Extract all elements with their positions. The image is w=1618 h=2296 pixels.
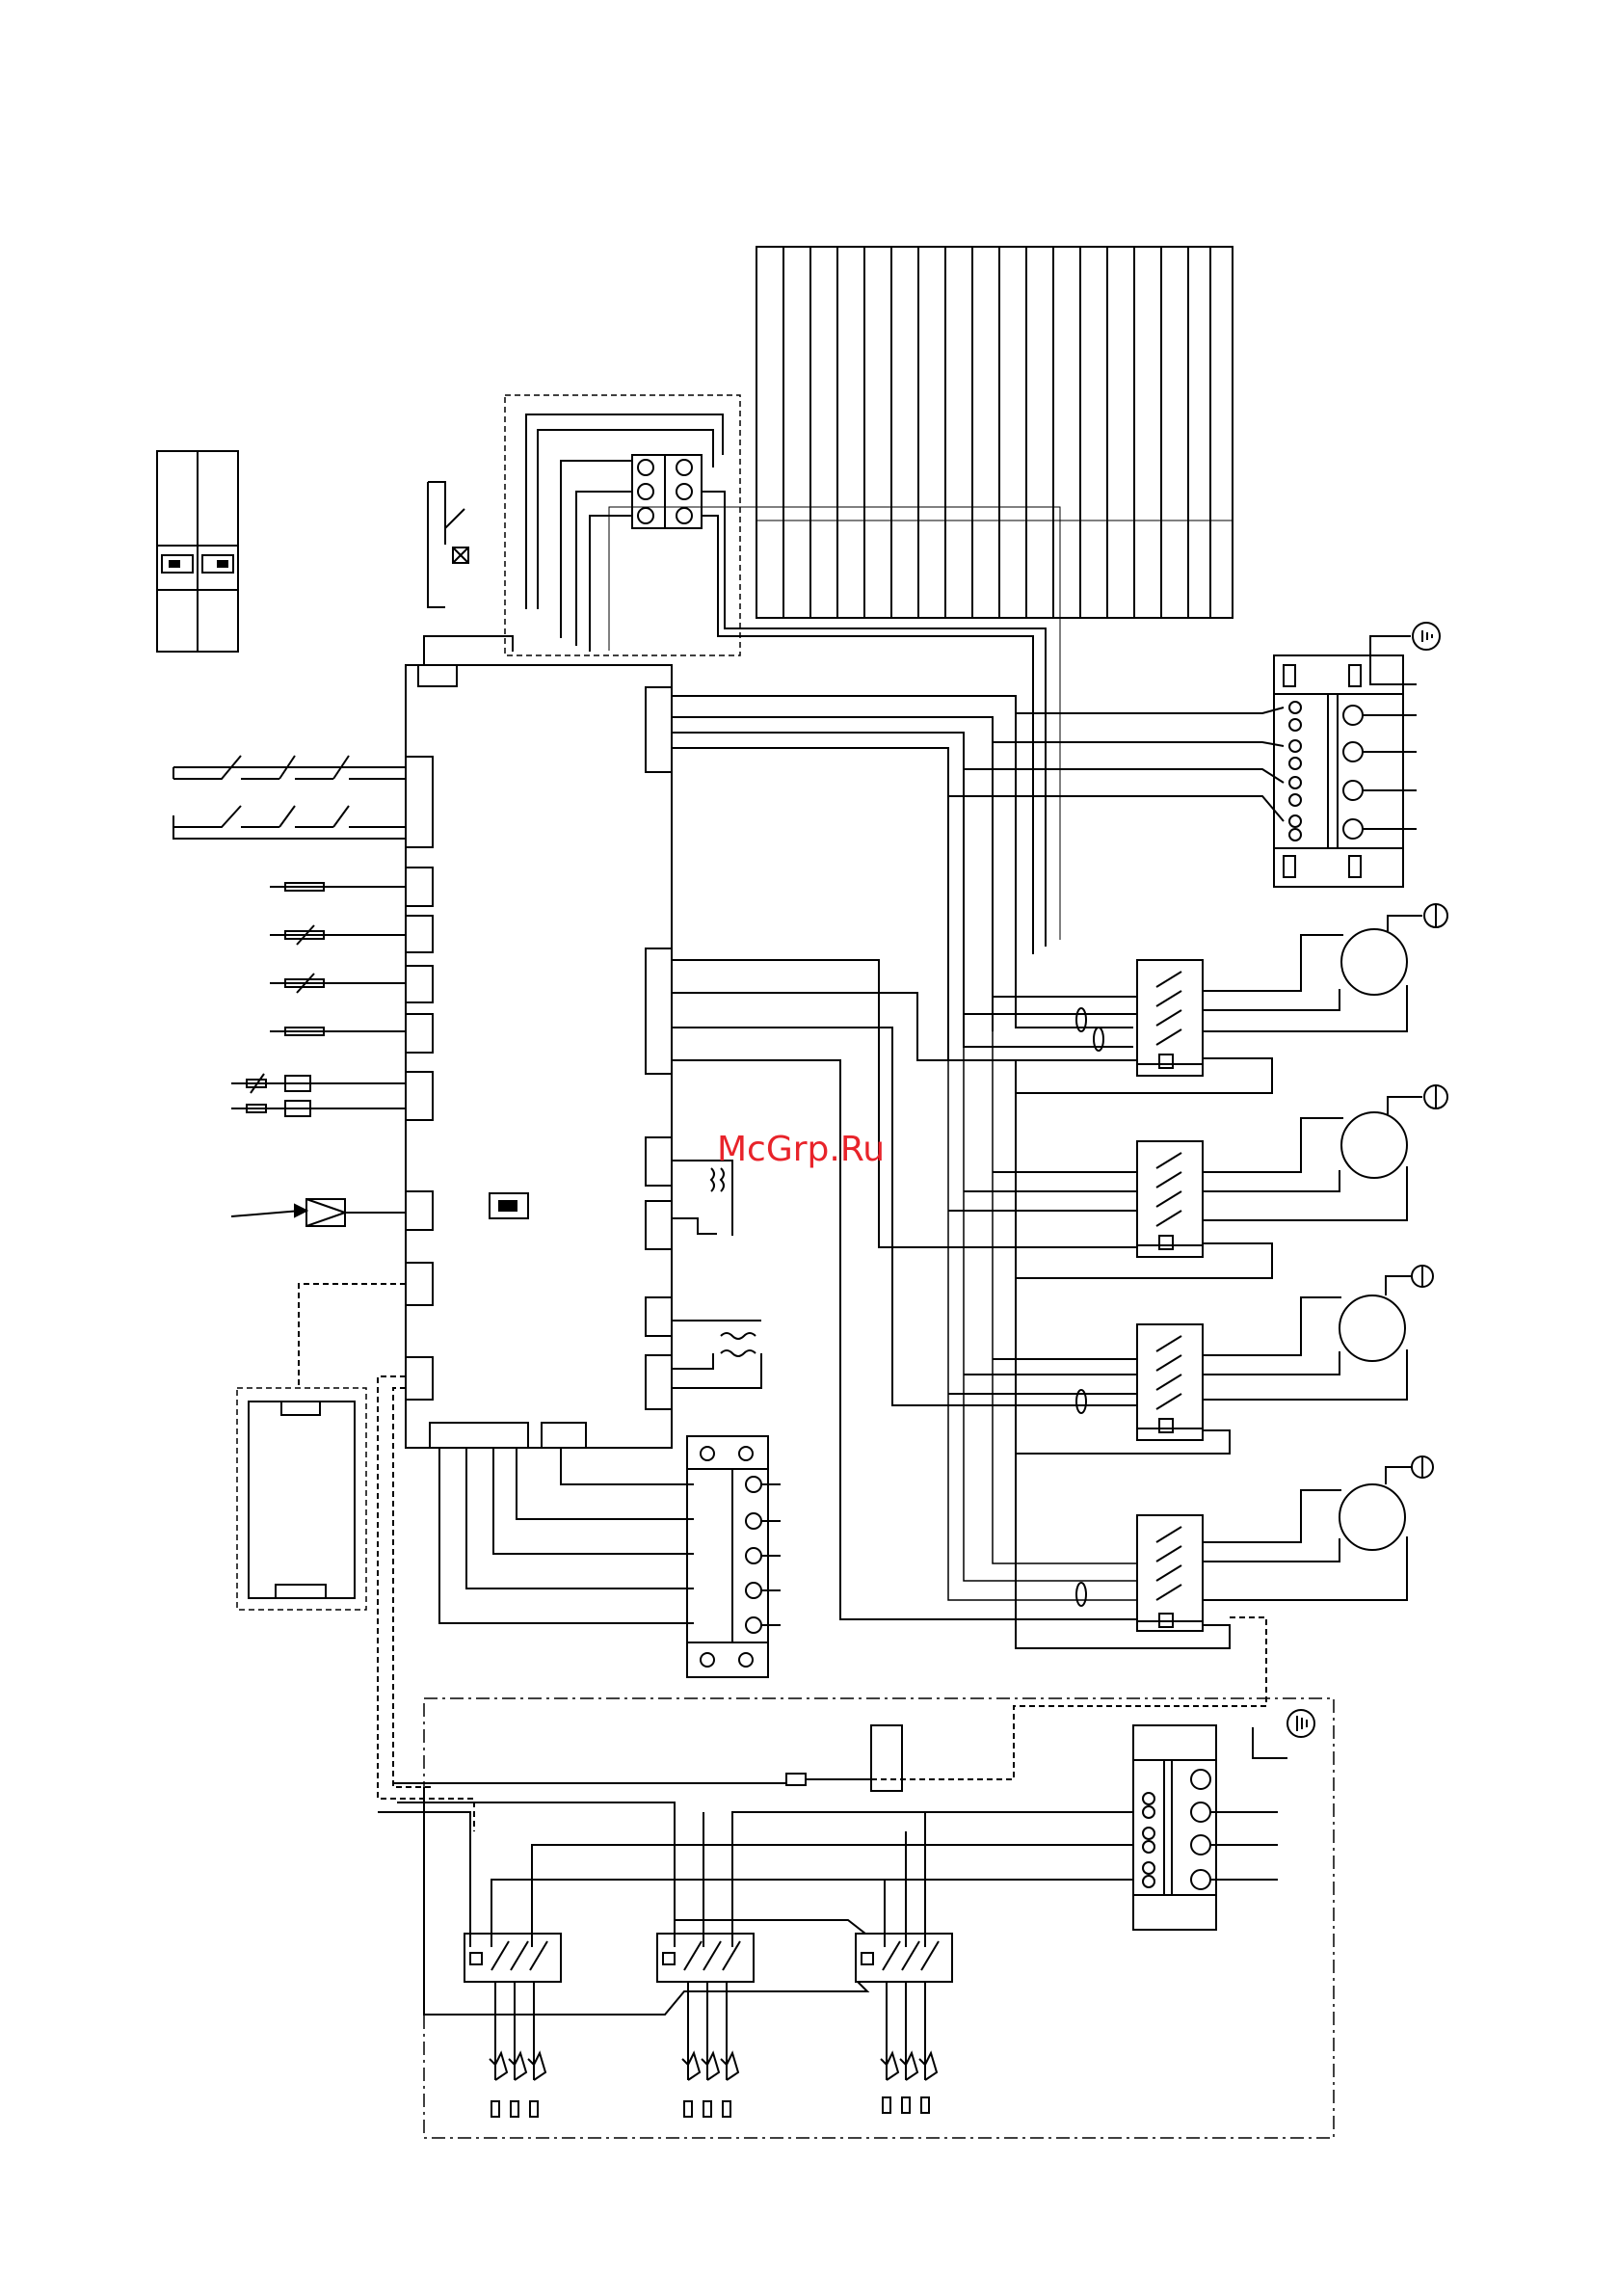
power-terminal-block: [1274, 623, 1440, 887]
motor-2: [1016, 1085, 1447, 1278]
power-wiring: [672, 696, 1284, 1060]
contactor-3: [1137, 1324, 1203, 1440]
main-control-board: [406, 665, 672, 1448]
contactor-1: [1137, 960, 1203, 1076]
heater-contactor-2: [657, 1920, 865, 2117]
contactor-4: [1137, 1515, 1203, 1631]
remote-contact-inputs: [173, 756, 406, 839]
watermark: McGrp.Ru: [717, 1130, 885, 1169]
sensor-inputs: [231, 883, 406, 1226]
contactor-2: [1137, 1141, 1203, 1257]
dip-switch-panel: [157, 451, 238, 652]
contactor-bus: [672, 960, 1137, 1619]
transformers: [672, 1161, 761, 1388]
thermostat-switch: [424, 482, 513, 665]
lower-terminal-block: [439, 1436, 781, 1677]
heater-contactor-1: [464, 1934, 561, 2117]
heater-section: [378, 1617, 1334, 2138]
legend-table: [756, 247, 1233, 618]
motor-1: [1016, 904, 1447, 1093]
heater-contactor-3: [472, 1934, 952, 2113]
